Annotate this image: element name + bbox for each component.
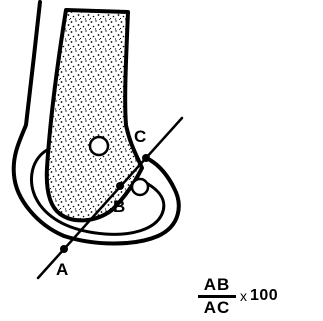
ratio-formula: AB AC x 100 <box>198 276 278 316</box>
multiplier: 100 <box>250 287 278 305</box>
point-b <box>116 182 124 190</box>
label-c: C <box>134 127 146 146</box>
fraction-denominator: AC <box>204 299 231 316</box>
label-b: B <box>113 197 125 216</box>
medullary-region <box>47 10 142 220</box>
small-circle-upper <box>90 137 108 155</box>
point-c <box>142 154 150 162</box>
fraction-numerator: AB <box>204 276 231 293</box>
fraction: AB AC <box>198 276 236 316</box>
times-sign: x <box>240 288 247 304</box>
small-circle-lower <box>132 179 148 195</box>
point-a <box>60 245 68 253</box>
label-a: A <box>56 260 68 279</box>
